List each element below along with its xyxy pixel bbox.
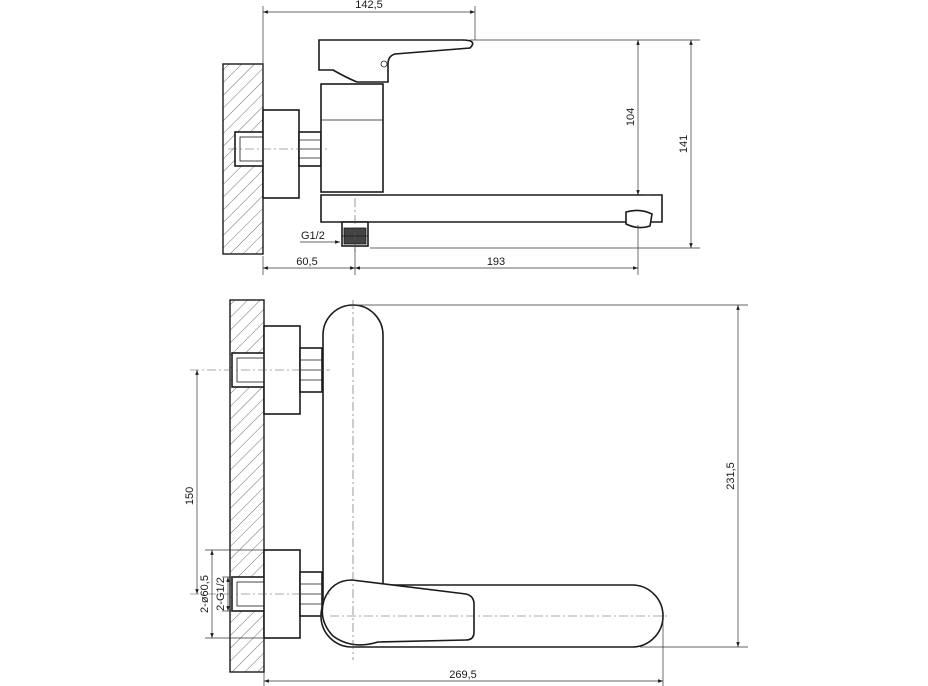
- dim-top-width: 142,5: [355, 0, 383, 11]
- side-spout: [320, 194, 663, 223]
- side-view: 142,5 104 141 60,5 193 G1/2: [222, 0, 700, 275]
- front-body: [322, 304, 384, 601]
- dim-inlet-thread: 2-G1/2: [215, 577, 227, 611]
- dim-thread: G1/2: [301, 230, 325, 242]
- side-flange: [262, 109, 300, 199]
- dim-front-width: 269,5: [449, 669, 477, 681]
- dim-wall-offset: 60,5: [296, 256, 317, 268]
- dim-spout-reach: 193: [487, 256, 505, 268]
- dim-spout-height: 104: [625, 108, 637, 126]
- front-lever: [321, 579, 475, 646]
- side-lever: [318, 39, 474, 83]
- dim-flange-diameter: 2-ø60,5: [199, 575, 211, 613]
- dim-front-height: 231,5: [725, 462, 737, 490]
- dim-center-distance: 150: [184, 487, 196, 505]
- side-body: [320, 83, 384, 193]
- front-view: 150 2-ø60,5 2-G1/2 231,5 269,5: [184, 299, 748, 686]
- dim-total-height: 141: [678, 135, 690, 153]
